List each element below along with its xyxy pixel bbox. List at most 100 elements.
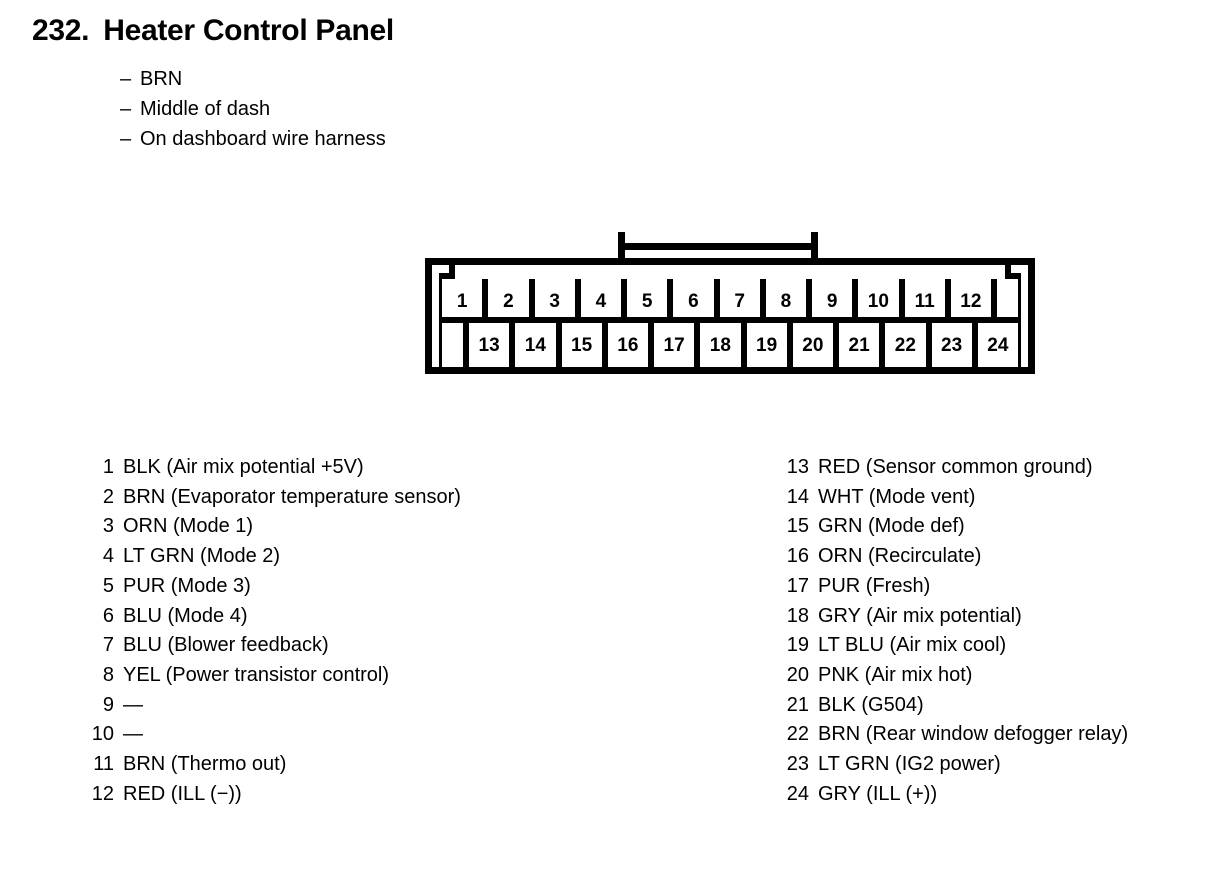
bullet-dash: –: [120, 128, 132, 150]
pin-label: RED (Sensor common ground): [818, 456, 1093, 478]
pin-cell: 15: [561, 323, 602, 367]
pin-legend-row: 14 WHT (Mode vent): [781, 483, 1128, 513]
meta-item-label: On dashboard wire harness: [140, 128, 386, 150]
pin-label: BRN (Rear window defogger relay): [818, 723, 1129, 746]
pin-label: BLK (Air mix potential +5V): [123, 456, 364, 478]
pin-number: 13: [786, 456, 809, 478]
pin-label: BLK (G504): [818, 693, 924, 716]
pin-label: BLU (Blower feedback): [123, 634, 329, 657]
connector-latch-tab: [618, 232, 818, 268]
meta-item-label: BRN: [140, 68, 183, 90]
pin-legend-row: 18 GRY (Air mix potential): [781, 602, 1128, 632]
pin-cell: 12: [950, 279, 991, 323]
section-number: 232.: [32, 14, 90, 47]
pin-number: 4: [102, 545, 114, 568]
connector-diagram: 1 2 3 4 5 6 7 8 9 10 11 12 13 14 15 16 1…: [425, 232, 1035, 374]
pin-cell: 19: [746, 323, 787, 367]
meta-item: –BRN: [120, 64, 386, 94]
pin-number: 24: [786, 782, 809, 805]
pin-legend-row: 23 LT GRN (IG2 power): [781, 750, 1128, 780]
pin-number: 12: [91, 782, 114, 805]
pin-legend-row: 3 ORN (Mode 1): [86, 512, 461, 542]
pin-cell: 24: [977, 323, 1018, 367]
pin-legend-row: 6 BLU (Mode 4): [86, 602, 461, 632]
meta-item-label: Middle of dash: [140, 98, 271, 120]
pin-cell: 3: [534, 279, 575, 323]
pin-legend-right: 13 RED (Sensor common ground) 14 WHT (Mo…: [781, 453, 1128, 809]
pin-legend-row: 15 GRN (Mode def): [781, 512, 1128, 542]
pin-label: LT BLU (Air mix cool): [818, 634, 1007, 657]
pin-number: 21: [786, 693, 809, 716]
pin-number: 6: [102, 604, 114, 627]
meta-item: –Middle of dash: [120, 94, 386, 124]
pin-label: ORN (Recirculate): [818, 545, 982, 568]
pin-cell: 8: [765, 279, 806, 323]
pin-number: 19: [786, 634, 809, 657]
pin-number: 5: [102, 574, 114, 597]
pin-number: 9: [102, 693, 114, 716]
pin-cell: 18: [700, 323, 741, 367]
pin-label: PNK (Air mix hot): [818, 663, 973, 686]
pin-cell: 14: [515, 323, 556, 367]
pin-cell: 1: [442, 279, 483, 323]
pin-legend-row: 24 GRY (ILL (+)): [781, 780, 1128, 810]
pin-number: 1: [102, 456, 114, 478]
pin-cell: 4: [580, 279, 621, 323]
pin-label: RED (ILL (−)): [123, 782, 242, 805]
pin-cell: 5: [627, 279, 668, 323]
pin-cell: 2: [488, 279, 529, 323]
pin-number: 17: [786, 574, 809, 597]
pin-number: 14: [786, 485, 809, 508]
component-meta-list: –BRN –Middle of dash –On dashboard wire …: [120, 64, 386, 154]
section-title: Heater Control Panel: [103, 14, 394, 47]
pin-legend-row: 2 BRN (Evaporator temperature sensor): [86, 483, 461, 513]
pin-cell: 22: [885, 323, 926, 367]
pin-number: 2: [102, 485, 114, 508]
pin-legend-row: 10 —: [86, 720, 461, 750]
pin-legend-row: 4 LT GRN (Mode 2): [86, 542, 461, 572]
pin-cell: 10: [858, 279, 899, 323]
pin-legend-row: 7 BLU (Blower feedback): [86, 631, 461, 661]
pin-legend-row: 8 YEL (Power transistor control): [86, 661, 461, 691]
pin-label: PUR (Fresh): [818, 574, 931, 597]
connector-row-top: 1 2 3 4 5 6 7 8 9 10 11 12: [439, 279, 1021, 323]
pin-cell: 23: [931, 323, 972, 367]
pin-number: 23: [786, 753, 809, 776]
pin-label: PUR (Mode 3): [123, 574, 251, 597]
connector-shell: 1 2 3 4 5 6 7 8 9 10 11 12 13 14 15 16 1…: [425, 258, 1035, 374]
pin-label: BLU (Mode 4): [123, 604, 248, 627]
pin-number: 20: [786, 663, 809, 686]
row-divider: [439, 317, 1021, 323]
meta-item: –On dashboard wire harness: [120, 124, 386, 154]
pin-number: 10: [91, 723, 114, 746]
pin-legend-row: 12 RED (ILL (−)): [86, 780, 461, 810]
pin-legend-row: 9 —: [86, 691, 461, 721]
latch-cross-bar: [625, 243, 811, 250]
connector-row-bottom: 13 14 15 16 17 18 19 20 21 22 23 24: [439, 323, 1021, 367]
pin-cell-blank: [442, 323, 463, 367]
pin-legend-row: 22 BRN (Rear window defogger relay): [781, 720, 1128, 750]
page-title: 232. Heater Control Panel: [32, 14, 394, 48]
pin-label: ORN (Mode 1): [123, 515, 254, 538]
pin-number: 7: [102, 634, 114, 657]
pin-label: WHT (Mode vent): [818, 485, 976, 508]
pin-cell: 20: [792, 323, 833, 367]
pin-label: GRY (Air mix potential): [818, 604, 1022, 627]
latch-post-left: [618, 232, 625, 268]
pin-legend-row: 17 PUR (Fresh): [781, 572, 1128, 602]
pin-label: GRY (ILL (+)): [818, 782, 938, 805]
pin-cell: 7: [719, 279, 760, 323]
pin-label: GRN (Mode def): [818, 515, 965, 538]
pin-cell: 6: [673, 279, 714, 323]
pin-number: 16: [786, 545, 809, 568]
pin-number: 15: [786, 515, 809, 538]
pin-number: 8: [102, 663, 114, 686]
pin-legend-row: 19 LT BLU (Air mix cool): [781, 631, 1128, 661]
pin-number: 22: [786, 723, 809, 746]
shell-notch-left: [439, 265, 455, 279]
pin-label: LT GRN (Mode 2): [123, 545, 281, 568]
bullet-dash: –: [120, 98, 132, 120]
pin-label: —: [123, 723, 143, 746]
pin-legend-row: 11 BRN (Thermo out): [86, 750, 461, 780]
pin-cell-blank: [997, 279, 1018, 323]
